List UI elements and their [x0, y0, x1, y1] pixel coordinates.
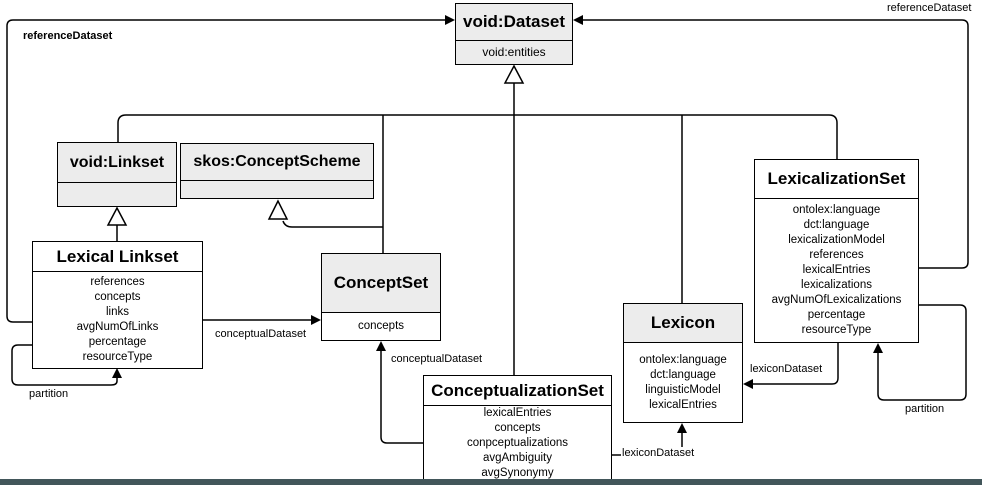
attribute-line: dct:language [650, 368, 716, 381]
arrowhead-reference-dataset-right [573, 15, 583, 25]
attribute-line: avgNumOfLinks [76, 321, 159, 333]
generalization-triangle-skos-conceptscheme [267, 199, 289, 220]
attribute-line: avgSynonymy [481, 467, 554, 479]
class-box-lexical-linkset: Lexical Linkset references concepts link… [32, 241, 203, 369]
arrowhead-partition-right [873, 343, 883, 353]
class-title-lexicon: Lexicon [624, 304, 742, 342]
attribute-line: lexicalizationModel [788, 234, 885, 246]
class-title-conceptset: ConceptSet [322, 254, 440, 312]
attribute-line: concepts [357, 320, 405, 332]
class-box-conceptualizationset: ConceptualizationSet lexicalEntries conc… [423, 375, 612, 481]
bottom-edge-bar [0, 479, 982, 485]
class-title-skos-conceptscheme: skos:ConceptScheme [181, 144, 373, 180]
edge-label-partition-right: partition [904, 403, 946, 416]
attribute-line: concepts [494, 422, 541, 434]
attribute-line: lexicalEntries [802, 264, 871, 276]
edge-label-lexicon-dataset-right: lexiconDataset [749, 363, 824, 376]
generalization-triangle-void-dataset [503, 64, 525, 84]
class-attributes-lexical-linkset: references concepts links avgNumOfLinks … [33, 271, 202, 368]
class-box-skos-conceptscheme: skos:ConceptScheme [180, 143, 374, 199]
edge-label-partition-left: partition [28, 388, 70, 401]
arrowhead-conceptual-dataset-bottom [376, 341, 386, 351]
attribute-line: linguisticModel [645, 383, 721, 396]
edge-label-reference-dataset-left: referenceDataset [22, 30, 114, 43]
class-attributes-conceptualizationset: lexicalEntries concepts conpceptualizati… [424, 405, 611, 481]
arrowhead-lexicon-dataset-right [743, 379, 753, 389]
attribute-line: resourceType [82, 351, 153, 363]
class-attributes-lexicalizationset: ontolex:language dct:language lexicaliza… [755, 198, 918, 342]
conceptset-to-skos-generalization-edge [282, 220, 383, 228]
generalization-bus-edge [117, 114, 838, 159]
conceptual-dataset-bottom-edge [380, 350, 423, 444]
attribute-line: references [90, 276, 145, 288]
edge-label-reference-dataset-right: referenceDataset [886, 2, 973, 15]
reference-dataset-left-edge [6, 19, 446, 323]
attribute-line: percentage [807, 309, 866, 321]
class-box-void-dataset: void:Dataset void:entities [455, 3, 573, 65]
edge-label-conceptual-dataset-bottom: conceptualDataset [390, 353, 484, 366]
arrowhead-lexicon-dataset-bottom [677, 423, 687, 433]
reference-dataset-right-edge [582, 19, 969, 269]
class-box-lexicalizationset: LexicalizationSet ontolex:language dct:l… [754, 159, 919, 343]
class-attributes-skos-conceptscheme [181, 180, 373, 198]
attribute-line: percentage [88, 336, 147, 348]
class-box-conceptset: ConceptSet concepts [321, 253, 441, 341]
attribute-line: avgAmbiguity [482, 452, 553, 464]
class-attributes-conceptset: concepts [322, 312, 440, 340]
class-box-void-linkset: void:Linkset [57, 142, 177, 207]
attribute-line: references [809, 249, 864, 261]
class-title-lexical-linkset: Lexical Linkset [33, 242, 202, 271]
attribute-line: links [105, 306, 129, 318]
class-title-void-linkset: void:Linkset [58, 143, 176, 182]
attribute-line: ontolex:language [639, 353, 727, 366]
lexicon-dataset-right-edge [752, 343, 839, 385]
class-title-void-dataset: void:Dataset [456, 4, 572, 40]
attribute-line: ontolex:language [792, 204, 881, 216]
attribute-line: lexicalEntries [483, 407, 552, 419]
arrowhead-partition-left [112, 368, 122, 378]
edge-label-lexicon-dataset-bottom: lexiconDataset [621, 447, 696, 460]
arrowhead-reference-dataset-left [445, 15, 455, 25]
class-attributes-void-linkset [58, 182, 176, 206]
attribute-line: lexicalEntries [649, 398, 717, 411]
arrowhead-conceptual-dataset-left [311, 315, 321, 325]
partition-left-edge [11, 344, 118, 386]
attribute-line: conpceptualizations [466, 437, 568, 449]
edge-label-conceptual-dataset-left: conceptualDataset [214, 328, 308, 341]
class-title-conceptualizationset: ConceptualizationSet [424, 376, 611, 405]
attribute-line: void:entities [482, 45, 546, 59]
class-attributes-void-dataset: void:entities [456, 40, 572, 64]
class-box-lexicon: Lexicon ontolex:language dct:language li… [623, 303, 743, 423]
attribute-line: dct:language [803, 219, 870, 231]
attribute-line: concepts [94, 291, 141, 303]
attribute-line: avgNumOfLexicalizations [771, 294, 902, 306]
class-attributes-lexicon: ontolex:language dct:language linguistic… [624, 342, 742, 422]
generalization-triangle-void-linkset [106, 206, 128, 226]
attribute-line: lexicalizations [801, 279, 872, 291]
class-title-lexicalizationset: LexicalizationSet [755, 160, 918, 198]
attribute-line: resourceType [801, 324, 872, 336]
partition-right-edge [877, 304, 967, 401]
